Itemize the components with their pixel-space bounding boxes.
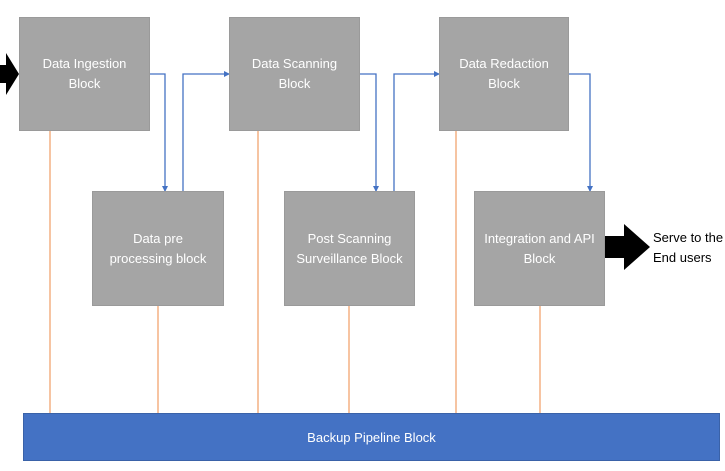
flow-connectors	[150, 71, 593, 192]
flow-preprocessing-to-scanning	[182, 71, 230, 191]
backup-connectors	[49, 131, 541, 413]
flow-scanning-to-post-scanning	[360, 73, 379, 192]
backup-pipeline-label: Backup Pipeline Block	[307, 429, 436, 445]
data-redaction-block: Data Redaction Block	[439, 17, 569, 131]
flow-post-scanning-to-redaction	[393, 71, 440, 191]
integration-api-label: Integration and API Block	[484, 230, 595, 266]
data-preprocessing-block: Data pre processing block	[92, 191, 224, 306]
data-redaction-label: Data Redaction Block	[459, 56, 549, 91]
serve-end-users-label: Serve to the End users	[653, 230, 724, 265]
data-preprocessing-label: Data pre processing block	[109, 230, 207, 266]
post-scanning-label: Post Scanning Surveillance Block	[296, 230, 403, 266]
output-arrow-icon	[605, 224, 650, 270]
integration-api-block: Integration and API Block	[474, 191, 605, 306]
data-scanning-block: Data Scanning Block	[229, 17, 360, 131]
backup-pipeline-block: Backup Pipeline Block	[23, 413, 720, 461]
flow-redaction-to-integration	[569, 73, 593, 192]
flow-ingestion-to-preprocessing	[150, 73, 168, 192]
data-ingestion-label: Data Ingestion Block	[42, 56, 127, 91]
data-ingestion-block: Data Ingestion Block	[19, 17, 150, 131]
data-scanning-label: Data Scanning Block	[251, 56, 338, 91]
post-scanning-block: Post Scanning Surveillance Block	[284, 191, 415, 306]
input-arrow-icon	[0, 53, 19, 95]
